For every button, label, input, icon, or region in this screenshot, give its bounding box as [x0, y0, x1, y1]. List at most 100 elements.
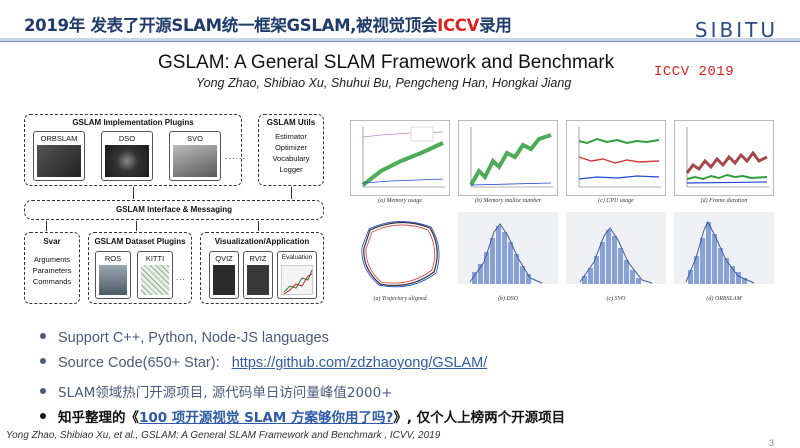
source-code-label: Source Code(650+ Star): — [58, 355, 220, 371]
orbslam-thumbnail — [37, 145, 81, 177]
svar-commands: Commands — [32, 277, 72, 286]
dataset-plugins-label: GSLAM Dataset Plugins — [94, 237, 186, 246]
title-text: 2019年 发表了开源SLAM统一框架GSLAM,被视觉顶会 — [24, 16, 438, 35]
bullet-languages-text: Support C++, Python, Node-JS languages — [58, 330, 329, 346]
figure-frame-duration — [674, 120, 774, 196]
arrow-interface-svar — [46, 221, 47, 231]
bullet-popularity-text: SLAM领域热门开源项目, 源代码单日访问量峰值2000+ — [58, 385, 393, 401]
dataset-plugins-box: GSLAM Dataset Plugins ROS KITTI ... — [88, 232, 192, 304]
figure-orbslam-hist — [674, 212, 774, 294]
caption-orbslam: (d) ORBSLAM — [706, 296, 742, 302]
evaluation-plot-icon — [283, 269, 313, 295]
svar-label: Svar — [43, 237, 61, 246]
bullet-popularity: SLAM领域热门开源项目, 源代码单日访问量峰值2000+ — [40, 381, 393, 401]
caption-memory-malloc: (b) Memory malloc number — [474, 198, 542, 204]
plugin-dso-label: DSO — [118, 134, 136, 143]
arrow-interface-vis — [258, 221, 259, 231]
paper-authors: Yong Zhao, Shibiao Xu, Shuhui Bu, Pengch… — [196, 76, 572, 90]
dataset-kitti-label: KITTI — [145, 254, 165, 263]
dataset-ros: ROS — [95, 251, 131, 299]
vis-rviz-label: RVIZ — [249, 254, 267, 263]
plugin-dso: DSO — [101, 131, 153, 181]
header-divider — [0, 38, 800, 41]
figure-svo-hist — [566, 212, 666, 294]
caption-dso: (b) DSO — [497, 296, 519, 302]
interface-messaging-box: GSLAM Interface & Messaging — [24, 200, 324, 220]
caption-svo: (c) SVO — [606, 296, 626, 302]
implementation-plugins-box: GSLAM Implementation Plugins ORBSLAM DSO… — [24, 114, 245, 186]
arrow-interface-datasets — [136, 221, 137, 231]
evaluation-thumbnail — [281, 265, 313, 295]
figure-dso-hist — [458, 212, 558, 294]
caption-memory-usage: (a) Memory usage — [378, 198, 422, 204]
caption-cpu-usage: (c) CPU usage — [598, 198, 634, 204]
svar-box: Svar Arguments Parameters Commands — [24, 232, 80, 304]
zhihu-link[interactable]: 100 项开源视觉 SLAM 方案够你用了吗? — [139, 410, 394, 426]
ros-thumbnail — [99, 265, 127, 295]
bullet-dot — [40, 413, 46, 419]
plugin-svo: SVO — [169, 131, 221, 181]
arrow-plugins-interface — [133, 187, 134, 199]
plugin-svo-label: SVO — [187, 134, 203, 143]
vis-rviz: RVIZ — [243, 251, 273, 299]
vis-qviz-label: QVIZ — [215, 254, 233, 263]
title-suffix: 录用 — [479, 16, 512, 35]
interface-label: GSLAM Interface & Messaging — [115, 205, 233, 214]
visualization-label: Visualization/Application — [214, 237, 310, 246]
github-link[interactable]: https://github.com/zdzhaoyong/GSLAM/ — [231, 355, 488, 371]
trajectory-plot — [361, 221, 440, 288]
citation-footer: Yong Zhao, Shibiao Xu, et al., GSLAM: A … — [6, 430, 441, 441]
vis-evaluation: Evaluation — [277, 251, 317, 299]
svo-histogram — [566, 212, 666, 284]
zhihu-prefix: 知乎整理的《 — [58, 410, 139, 426]
rviz-thumbnail — [247, 265, 269, 295]
dataset-kitti: KITTI — [137, 251, 173, 299]
cpu-usage-plot — [578, 127, 661, 188]
dataset-ros-label: ROS — [104, 254, 122, 263]
caption-frame-duration: (d) Frame duration — [700, 198, 748, 204]
bullet-source-code: Source Code(650+ Star): https://github.c… — [40, 355, 487, 371]
util-optimizer: Optimizer — [274, 143, 308, 152]
dso-thumbnail — [105, 145, 149, 177]
dso-histogram — [458, 212, 558, 284]
plugin-orbslam: ORBSLAM — [33, 131, 85, 181]
vis-evaluation-label: Evaluation — [281, 254, 313, 261]
bullet-dot — [40, 388, 46, 394]
orbslam-histogram — [674, 212, 774, 284]
arrow-utils-interface — [291, 187, 292, 199]
svar-arguments: Arguments — [33, 255, 71, 264]
zhihu-suffix: 》, 仅个人上榜两个开源项目 — [393, 410, 566, 426]
memory-usage-plot — [361, 126, 445, 188]
kitti-thumbnail — [141, 265, 169, 295]
bullet-dot — [40, 333, 46, 340]
bullet-dot — [40, 358, 46, 365]
vis-qviz: QVIZ — [209, 251, 239, 299]
frame-duration-plot — [685, 127, 769, 188]
implementation-plugins-label: GSLAM Implementation Plugins — [72, 118, 194, 127]
util-vocabulary: Vocabulary — [272, 154, 310, 163]
header-divider-line — [0, 41, 800, 42]
svo-thumbnail — [173, 145, 217, 177]
paper-title: GSLAM: A General SLAM Framework and Benc… — [158, 52, 615, 73]
figure-trajectory — [350, 212, 450, 294]
plugins-ellipsis: ...... — [225, 151, 247, 161]
figure-memory-malloc — [458, 120, 558, 196]
utils-label: GSLAM Utils — [266, 118, 316, 127]
plugin-orbslam-label: ORBSLAM — [40, 134, 78, 143]
slide-title: 2019年 发表了开源SLAM统一框架GSLAM,被视觉顶会ICCV录用 — [24, 12, 512, 36]
figure-memory-usage — [350, 120, 450, 196]
visualization-box: Visualization/Application QVIZ RVIZ Eval… — [200, 232, 324, 304]
figure-cpu-usage — [566, 120, 666, 196]
bullet-zhihu: 知乎整理的《100 项开源视觉 SLAM 方案够你用了吗?》, 仅个人上榜两个开… — [40, 406, 565, 426]
bullet-languages: Support C++, Python, Node-JS languages — [40, 330, 329, 346]
page-number: 3 — [768, 438, 774, 448]
qviz-thumbnail — [213, 265, 235, 295]
venue-tag: ICCV 2019 — [654, 64, 735, 80]
title-bar: 2019年 发表了开源SLAM统一框架GSLAM,被视觉顶会ICCV录用 SIB… — [0, 6, 800, 46]
util-logger: Logger — [279, 165, 303, 174]
title-highlight: ICCV — [437, 16, 480, 35]
memory-malloc-plot — [469, 127, 553, 188]
architecture-diagram: GSLAM Implementation Plugins ORBSLAM DSO… — [18, 112, 334, 310]
datasets-ellipsis: ... — [176, 273, 186, 282]
